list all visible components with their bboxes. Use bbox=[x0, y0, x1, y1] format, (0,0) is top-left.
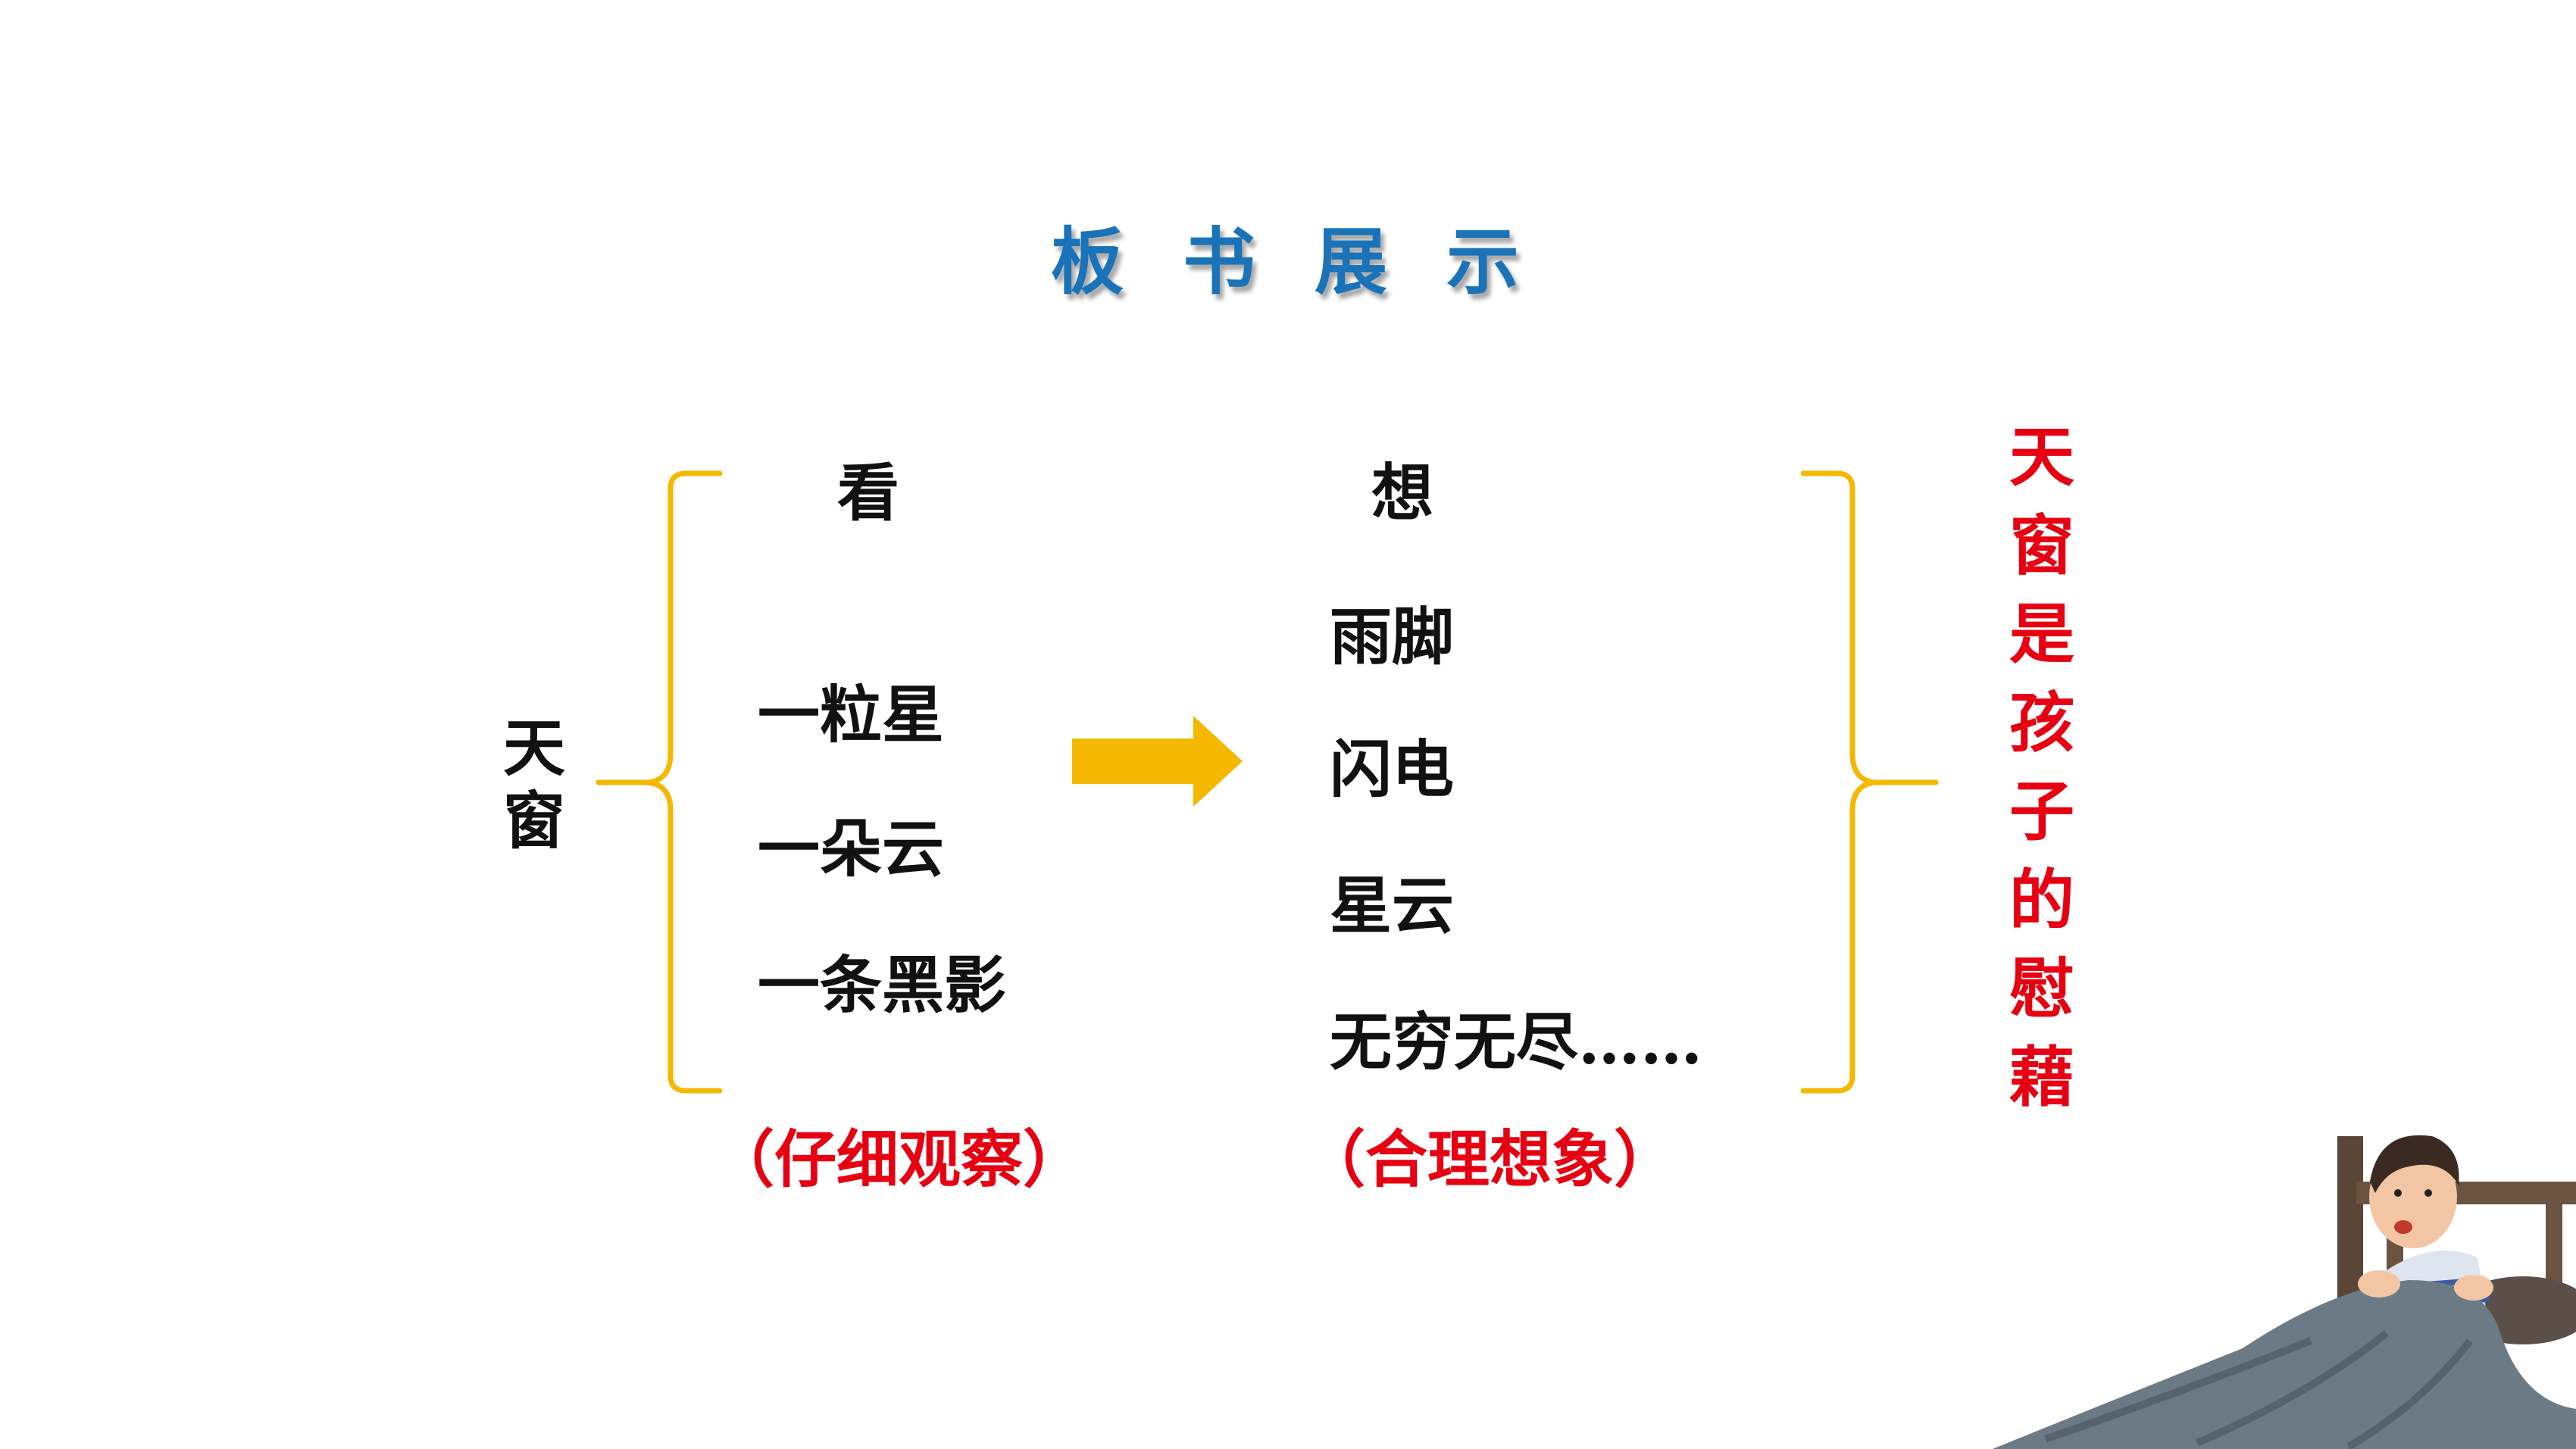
think-item: 星云 bbox=[1330, 870, 1455, 942]
think-heading: 想 bbox=[1371, 457, 1434, 529]
look-item: 一朵云 bbox=[758, 813, 945, 885]
conclusion-char: 天 bbox=[2009, 419, 2074, 495]
look-item: 一条黑影 bbox=[758, 949, 1007, 1022]
conclusion-char: 子 bbox=[2009, 773, 2074, 850]
left-curly-brace bbox=[596, 470, 723, 1094]
conclusion-vertical: 天 窗 是 孩 子 的 慰 藉 bbox=[2004, 413, 2080, 1122]
subject-char: 天 bbox=[502, 712, 565, 785]
conclusion-char: 的 bbox=[2009, 862, 2074, 938]
right-curly-brace bbox=[1800, 470, 1939, 1094]
conclusion-char: 孩 bbox=[2009, 685, 2074, 761]
page-title: 板书展示 bbox=[1051, 220, 1578, 304]
subject-vertical: 天 窗 bbox=[500, 712, 568, 857]
observe-note: （仔细观察） bbox=[712, 1123, 1086, 1196]
look-heading: 看 bbox=[837, 457, 900, 529]
imagine-note: （合理想象） bbox=[1303, 1123, 1677, 1196]
conclusion-char: 藉 bbox=[2009, 1039, 2074, 1116]
think-item: 闪电 bbox=[1330, 733, 1455, 806]
think-item: 雨脚 bbox=[1330, 601, 1455, 673]
look-item: 一粒星 bbox=[758, 679, 945, 751]
think-item: 无穷无尽…… bbox=[1330, 1006, 1703, 1079]
subject-char: 窗 bbox=[502, 785, 565, 857]
right-arrow-icon bbox=[1072, 716, 1243, 807]
conclusion-char: 窗 bbox=[2009, 507, 2074, 584]
conclusion-char: 慰 bbox=[2009, 951, 2074, 1027]
child-in-bed-illustration bbox=[1993, 1135, 2576, 1449]
conclusion-char: 是 bbox=[2009, 596, 2074, 673]
